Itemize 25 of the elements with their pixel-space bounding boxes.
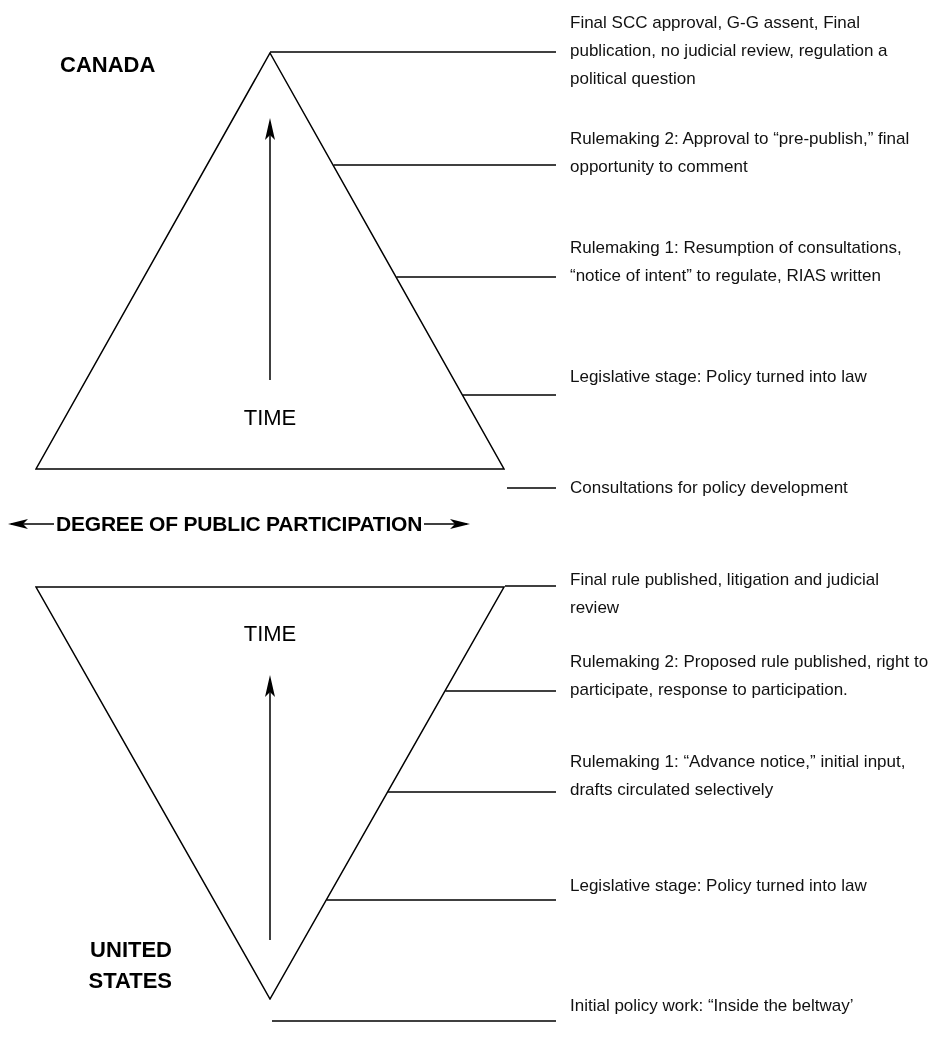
leader-line [444,690,557,692]
leader-line [462,394,557,396]
country-label: CANADA [60,51,156,79]
axis-label: TIME [243,404,297,432]
leader-line [271,1020,557,1022]
country-label: UNITED STATES [87,936,172,995]
stage-description: Rulemaking 2: Proposed rule published, right to participate, response to participation. [570,651,930,701]
stage-description: Final SCC approval, G-G assent, Final publication, no judicial review, regulation a political question [570,12,889,90]
stage-description: Rulemaking 1: Resumption of consultations, “notice of intent” to regulate, RIAS written [570,237,903,287]
stage-description: Rulemaking 2: Approval to “pre-publish,” final opportunity to comment [570,128,911,178]
stage-description: Legislative stage: Policy turned into law [570,366,868,388]
leader-line [395,276,557,278]
leader-line [332,164,557,166]
leader-line [387,791,557,793]
stage-description: Initial policy work: “Inside the beltway’ [570,995,855,1017]
stage-description: Consultations for policy development [570,477,849,499]
stage-description: Final rule published, litigation and judicial review [570,569,881,619]
leader-line [504,585,557,587]
axis-label: TIME [243,620,297,648]
leader-line [506,487,557,489]
stage-description: Rulemaking 1: “Advance notice,” initial input, drafts circulated selectively [570,751,907,801]
leader-line [326,899,557,901]
stage-description: Legislative stage: Policy turned into law [570,875,868,897]
axis-title: DEGREE OF PUBLIC PARTICIPATION [55,511,424,537]
leader-line [269,51,557,53]
